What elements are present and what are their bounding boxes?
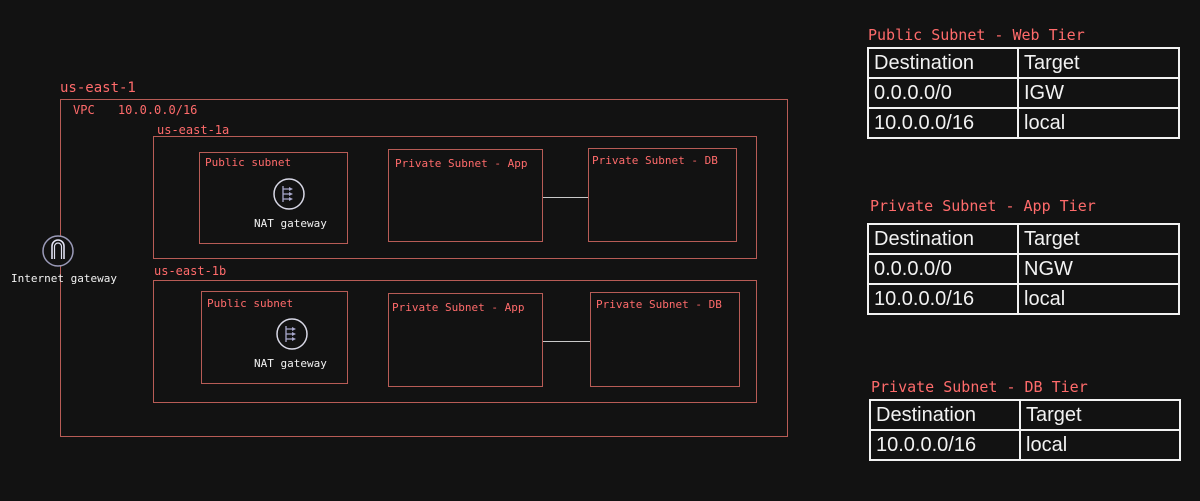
target-cell: IGW — [1017, 77, 1180, 109]
target-cell: local — [1017, 283, 1180, 315]
destination-cell: 0.0.0.0/0 — [867, 253, 1019, 285]
public-subnet-1a — [199, 152, 348, 244]
table-row: 10.0.0.0/16 local — [869, 429, 1181, 461]
app-subnet-1b — [388, 293, 543, 387]
nat-gateway-icon — [273, 178, 305, 210]
db-subnet-1a-label: Private Subnet - DB — [592, 154, 718, 167]
nat-gateway-1a-label: NAT gateway — [254, 217, 327, 230]
route-table-db: Destination Target 10.0.0.0/16 local — [869, 399, 1181, 461]
route-table-db-title: Private Subnet - DB Tier — [871, 378, 1088, 396]
app-subnet-1a — [388, 149, 543, 242]
nat-gateway-icon — [276, 318, 308, 350]
header-target: Target — [1019, 399, 1181, 431]
table-header-row: Destination Target — [867, 47, 1180, 79]
table-header-row: Destination Target — [869, 399, 1181, 431]
header-destination: Destination — [867, 47, 1019, 79]
target-cell: NGW — [1017, 253, 1180, 285]
app-db-link-1a — [543, 197, 588, 198]
public-subnet-1a-label: Public subnet — [205, 156, 292, 169]
nat-gateway-1b-label: NAT gateway — [254, 357, 327, 370]
az-1a-boundary — [153, 136, 757, 259]
destination-cell: 10.0.0.0/16 — [867, 283, 1019, 315]
db-subnet-1b — [590, 292, 740, 387]
app-db-link-1b — [543, 341, 590, 342]
target-cell: local — [1019, 429, 1181, 461]
table-row: 10.0.0.0/16 local — [867, 283, 1180, 315]
table-row: 0.0.0.0/0 NGW — [867, 253, 1180, 285]
db-subnet-1a — [588, 148, 737, 242]
az-1b-boundary — [153, 280, 757, 403]
header-destination: Destination — [869, 399, 1021, 431]
app-subnet-1b-label: Private Subnet - App — [392, 301, 525, 314]
region-label: us-east-1 — [60, 80, 136, 96]
header-target: Target — [1017, 223, 1180, 255]
vpc-cidr: 10.0.0.0/16 — [117, 103, 198, 117]
table-row: 0.0.0.0/0 IGW — [867, 77, 1180, 109]
header-target: Target — [1017, 47, 1180, 79]
public-subnet-1b — [201, 291, 348, 384]
destination-cell: 0.0.0.0/0 — [867, 77, 1019, 109]
destination-cell: 10.0.0.0/16 — [867, 107, 1019, 139]
target-cell: local — [1017, 107, 1180, 139]
header-destination: Destination — [867, 223, 1019, 255]
route-table-web-title: Public Subnet - Web Tier — [868, 26, 1085, 44]
vpc-boundary — [60, 99, 788, 437]
public-subnet-1b-label: Public subnet — [207, 297, 294, 310]
az-1b-label: us-east-1b — [154, 264, 227, 278]
vpc-label: VPC 10.0.0.0/16 — [73, 103, 197, 117]
table-header-row: Destination Target — [867, 223, 1180, 255]
db-subnet-1b-label: Private Subnet - DB — [596, 298, 722, 311]
route-table-web: Destination Target 0.0.0.0/0 IGW 10.0.0.… — [867, 47, 1180, 139]
route-table-app-title: Private Subnet - App Tier — [870, 197, 1096, 215]
vpc-name: VPC — [73, 103, 95, 117]
table-row: 10.0.0.0/16 local — [867, 107, 1180, 139]
route-table-app: Destination Target 0.0.0.0/0 NGW 10.0.0.… — [867, 223, 1180, 315]
internet-gateway-label: Internet gateway — [11, 272, 117, 285]
app-subnet-1a-label: Private Subnet - App — [395, 157, 528, 170]
destination-cell: 10.0.0.0/16 — [869, 429, 1021, 461]
internet-gateway-icon — [42, 235, 74, 267]
az-1a-label: us-east-1a — [157, 123, 230, 137]
